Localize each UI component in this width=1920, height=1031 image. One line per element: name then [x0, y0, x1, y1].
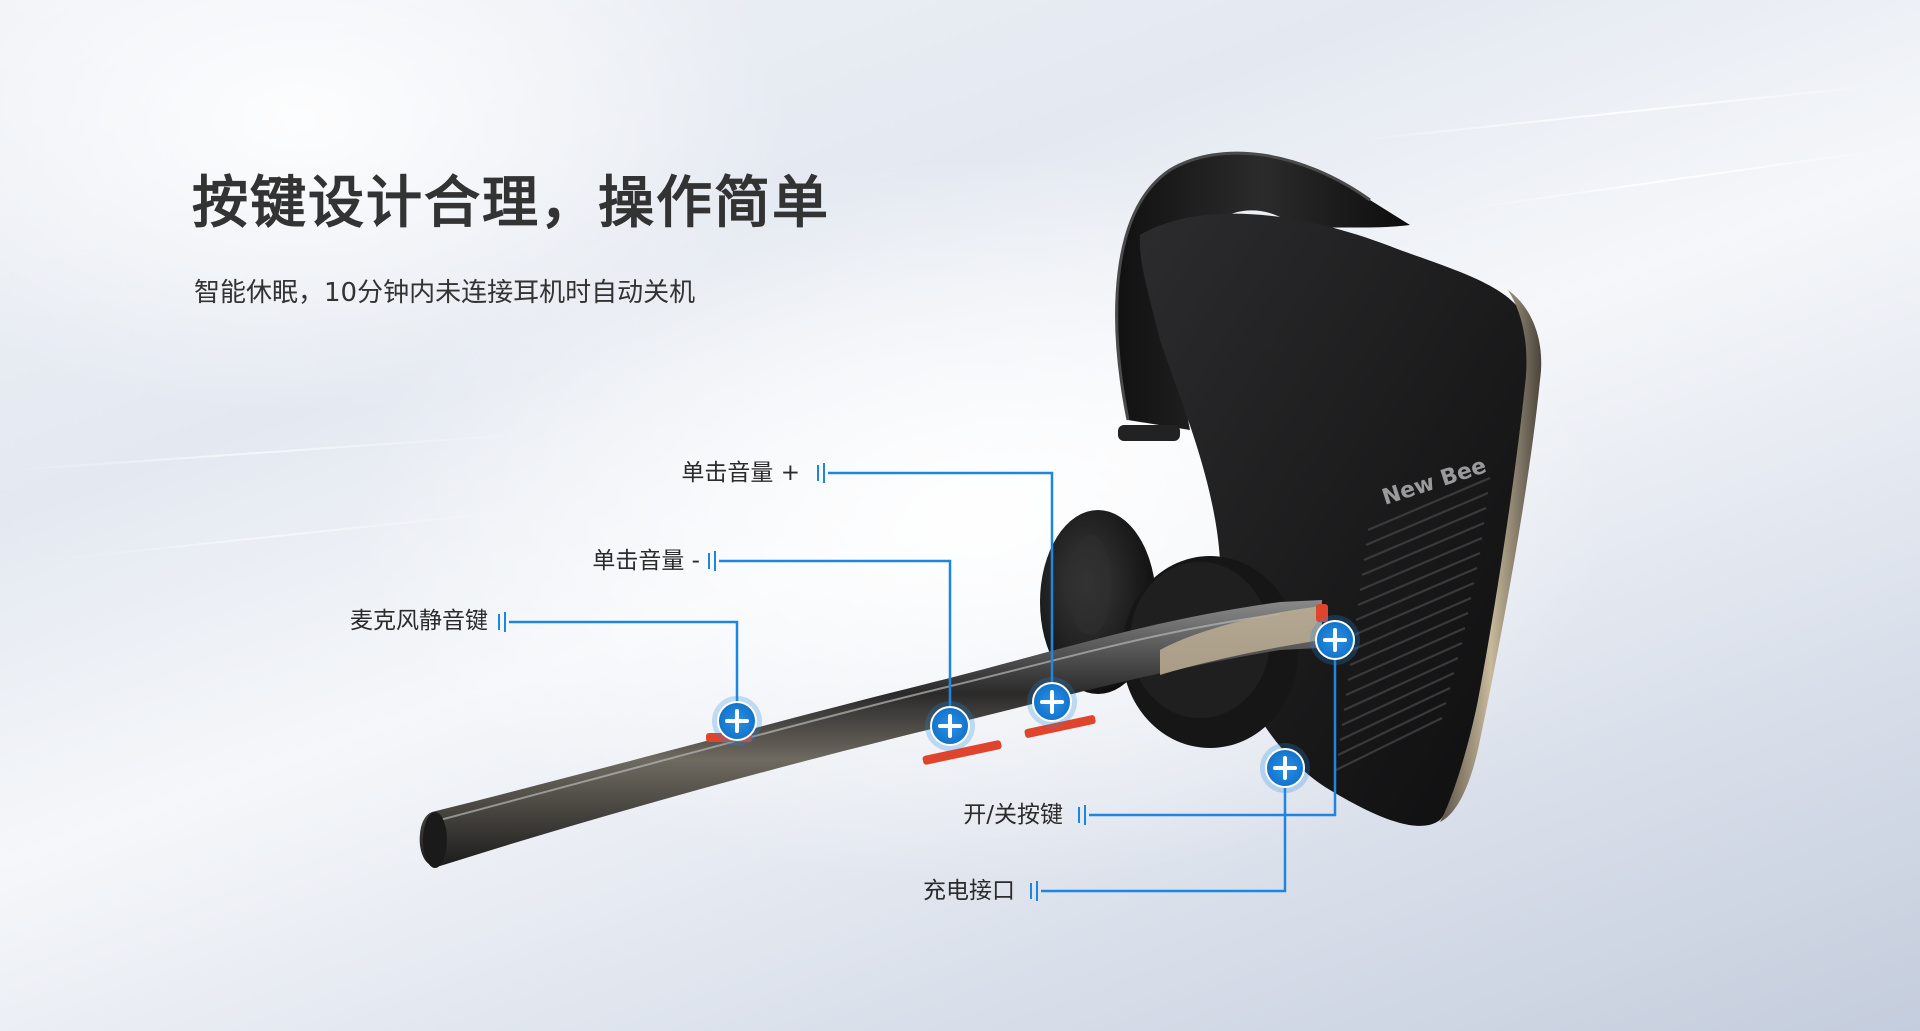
marker-charging-port	[1260, 743, 1310, 793]
callout-ticks	[498, 463, 1086, 901]
callout-charging-port: 充电接口	[923, 878, 1015, 904]
callout-volume-up: 单击音量 +	[681, 460, 800, 486]
callout-mic-mute: 麦克风静音键	[350, 608, 488, 634]
marker-volume-up	[1027, 677, 1077, 727]
boom-mic	[419, 600, 1322, 867]
power-button	[1316, 604, 1328, 622]
marker-power	[1310, 615, 1360, 665]
marker-mic-mute	[712, 696, 762, 746]
callout-lines	[509, 471, 1337, 893]
page-subtitle: 智能休眠，10分钟内未连接耳机时自动关机	[194, 278, 696, 308]
callout-power: 开/关按键	[963, 802, 1063, 828]
callout-volume-down: 单击音量 -	[592, 548, 700, 574]
body-rim	[1440, 290, 1542, 822]
headset-body	[1139, 213, 1534, 826]
hook-joint	[1118, 425, 1180, 441]
volume-down-button	[922, 740, 1002, 765]
mic-tip	[423, 812, 447, 868]
page-title: 按键设计合理，操作简单	[192, 171, 830, 236]
volume-up-button	[1024, 715, 1096, 738]
marker-volume-down	[925, 701, 975, 751]
speaker-grille	[1335, 476, 1491, 771]
